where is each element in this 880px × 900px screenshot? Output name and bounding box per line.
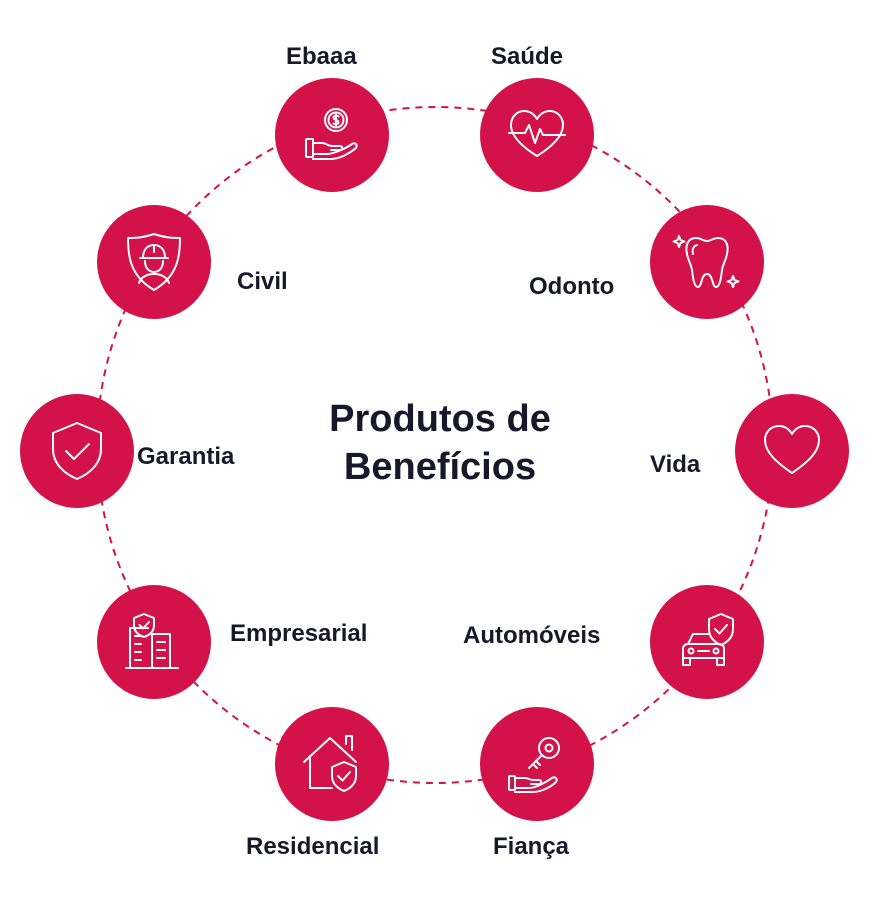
product-label-fianca: Fiança — [493, 833, 570, 860]
product-node-fianca[interactable] — [480, 707, 594, 821]
product-label-civil: Civil — [237, 268, 288, 295]
product-label-vida: Vida — [650, 451, 701, 478]
product-label-garantia: Garantia — [137, 443, 235, 470]
product-label-ebaaa: Ebaaa — [286, 43, 357, 70]
house-shield-icon — [303, 735, 357, 792]
building-shield-icon — [125, 613, 179, 669]
product-node-civil[interactable] — [97, 205, 211, 319]
product-node-ebaaa[interactable] — [275, 78, 389, 192]
product-node-automoveis[interactable] — [650, 585, 764, 699]
product-node-residencial[interactable] — [275, 707, 389, 821]
car-shield-icon — [682, 613, 734, 666]
product-label-empresarial: Empresarial — [230, 620, 368, 647]
center-title-line2: Benefícios — [343, 445, 537, 488]
hand-key-icon — [508, 737, 560, 793]
center-title-line1: Produtos de — [329, 398, 551, 440]
heart-icon — [764, 425, 820, 474]
tooth-icon — [672, 235, 740, 288]
product-node-garantia[interactable] — [20, 394, 134, 508]
heart-pulse-icon — [508, 110, 566, 157]
product-label-automoveis: Automóveis — [463, 622, 601, 649]
product-node-vida[interactable] — [735, 394, 849, 508]
product-node-empresarial[interactable] — [97, 585, 211, 699]
hand-coin-icon — [305, 108, 358, 160]
product-label-odonto: Odonto — [529, 273, 615, 300]
center-title: Produtos de Benefícios — [240, 396, 640, 491]
product-label-residencial: Residencial — [246, 833, 380, 860]
product-label-saude: Saúde — [491, 43, 564, 70]
product-node-odonto[interactable] — [650, 205, 764, 319]
product-node-saude[interactable] — [480, 78, 594, 192]
worker-shield-icon — [127, 233, 181, 291]
shield-check-icon — [52, 422, 102, 480]
